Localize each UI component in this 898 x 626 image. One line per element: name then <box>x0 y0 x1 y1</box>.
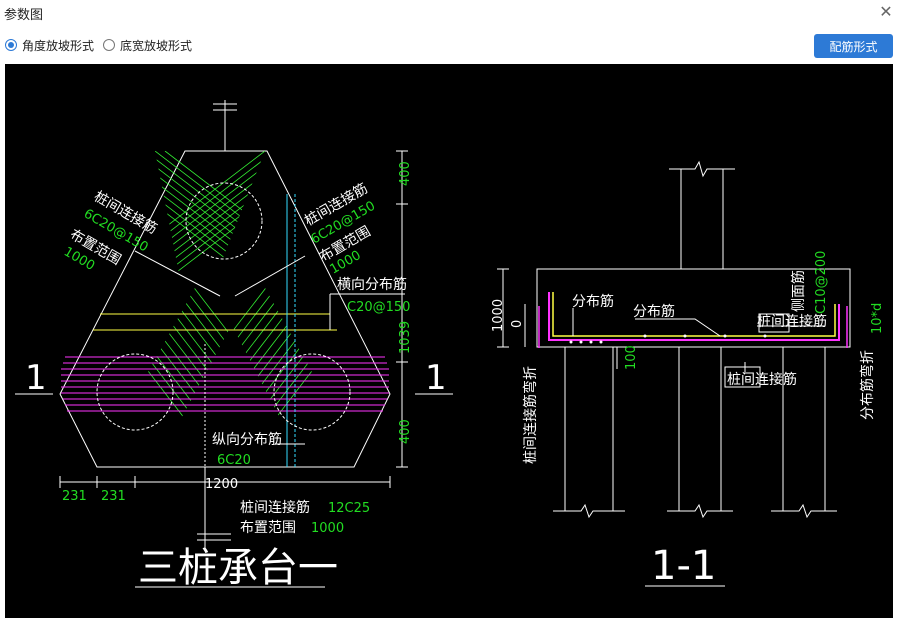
longitudinal-spec: 6C20 <box>217 453 251 468</box>
section-side-label: 侧面筋 <box>790 270 807 312</box>
cap-outline <box>59 150 391 468</box>
bottom-spec: 12C25 <box>328 501 370 516</box>
section-left-vertical: 桩间连接筋弯折 <box>522 366 539 464</box>
longitudinal-name: 纵向分布筋 <box>212 431 282 448</box>
plan-title: 三桩承台一 <box>138 545 338 591</box>
dim-right-400-top: 400 <box>398 161 413 186</box>
window-titlebar: 参数图 ✕ <box>0 0 898 26</box>
pink-distribution-bars <box>61 356 389 412</box>
transverse-name: 横向分布筋 <box>337 276 407 293</box>
radio-angle-slope[interactable]: 角度放坡形式 <box>5 36 94 54</box>
bottom-range: 1000 <box>311 521 344 536</box>
plan-view: 1 1 桩间连接筋 6C20@150 布置范围 1000 桩间连接筋 6C20@… <box>15 100 453 591</box>
section-mark-right: 1 <box>425 358 447 398</box>
section-dim-100: 100 <box>624 345 639 370</box>
section-view: 分布筋 分布筋 桩间连接筋 桩间连接筋 侧面筋 C10@200 1000 0 1… <box>491 160 885 589</box>
window-title: 参数图 <box>4 8 44 23</box>
toolbar: 角度放坡形式 底宽放坡形式 <box>0 32 898 60</box>
rebar-form-button[interactable]: 配筋形式 <box>814 34 893 58</box>
section-label-distribution-1: 分布筋 <box>572 293 614 310</box>
plan-dim-bottom <box>59 476 391 488</box>
section-title: 1-1 <box>651 543 716 589</box>
section-rebar-dots <box>569 334 767 344</box>
radio-bottom-width-slope-label: 底宽放坡形式 <box>120 38 193 53</box>
radio-unchecked-icon[interactable] <box>103 39 115 51</box>
close-icon[interactable]: ✕ <box>879 2 893 21</box>
section-label-distribution-2: 分布筋 <box>633 303 675 320</box>
transverse-spec: C20@150 <box>347 300 410 315</box>
plan-dim-right <box>396 150 408 468</box>
radio-bottom-width-slope[interactable]: 底宽放坡形式 <box>103 36 192 54</box>
bottom-name: 桩间连接筋 <box>240 499 310 516</box>
section-right-vertical: 分布筋弯折 <box>859 350 876 420</box>
dim-bottom-231-b: 231 <box>101 489 126 504</box>
dim-right-400-bottom: 400 <box>398 419 413 444</box>
section-dim-zero: 0 <box>510 320 525 328</box>
drawing-canvas: 1 1 桩间连接筋 6C20@150 布置范围 1000 桩间连接筋 6C20@… <box>5 64 893 618</box>
radio-checked-icon[interactable] <box>5 39 17 51</box>
section-label-connection-2: 桩间连接筋 <box>727 371 797 388</box>
section-dim-1000: 1000 <box>491 299 506 332</box>
bottom-range-label: 布置范围 <box>240 519 296 536</box>
radio-angle-slope-label: 角度放坡形式 <box>22 38 95 53</box>
dim-bottom-231-a: 231 <box>62 489 87 504</box>
section-right-dim: 10*d <box>870 303 885 334</box>
section-mark-left: 1 <box>25 358 47 398</box>
cad-drawing: 1 1 桩间连接筋 6C20@150 布置范围 1000 桩间连接筋 6C20@… <box>15 100 885 591</box>
section-label-connection-1: 桩间连接筋 <box>757 313 827 330</box>
dim-bottom-1200: 1200 <box>205 477 238 492</box>
dim-right-1039: 1039 <box>398 321 413 354</box>
section-side-spec: C10@200 <box>814 251 829 314</box>
